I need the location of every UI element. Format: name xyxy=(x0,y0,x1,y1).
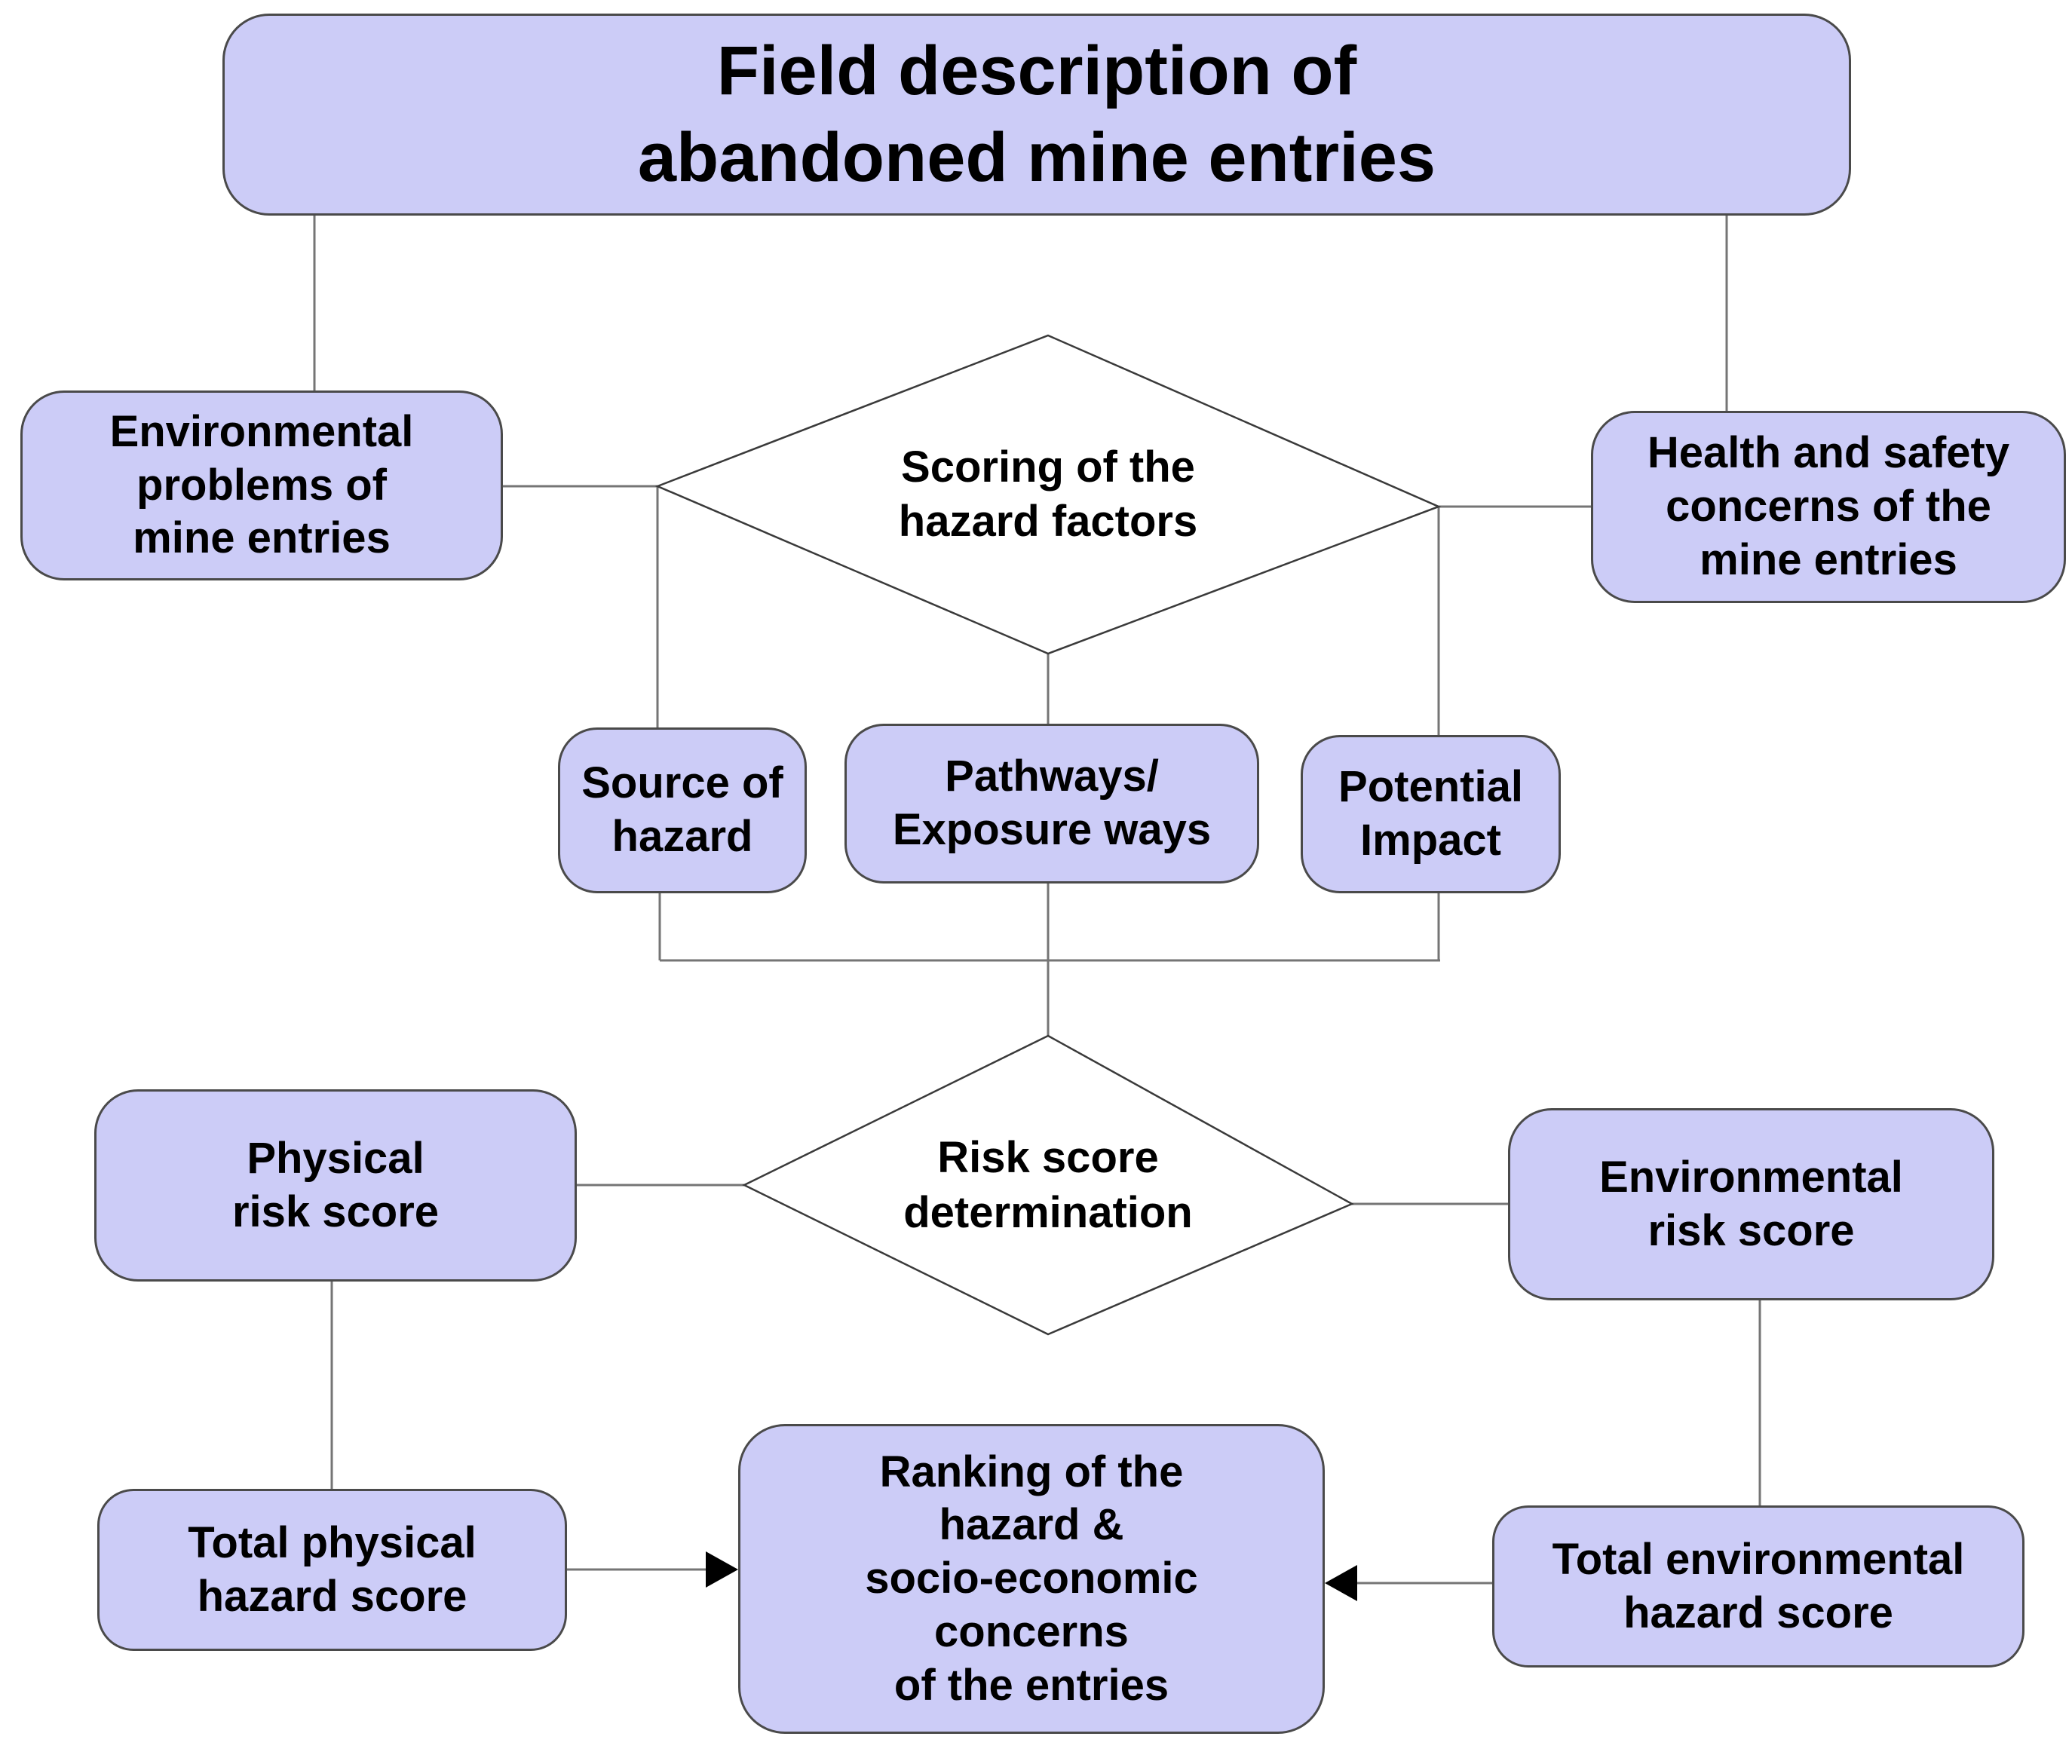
node-environmental-risk-score: Environmental risk score xyxy=(1508,1108,1994,1300)
node-total-environmental-hazard-score: Total environmental hazard score xyxy=(1492,1505,2024,1668)
node-source-of-hazard: Source of hazard xyxy=(558,727,807,893)
decision-diamond-scoring xyxy=(654,334,1442,655)
node-potential-impact: Potential Impact xyxy=(1301,735,1561,893)
node-field-description: Field description of abandoned mine entr… xyxy=(222,14,1851,216)
node-environmental-problems: Environmental problems of mine entries xyxy=(20,390,503,580)
node-ranking-of-hazard: Ranking of the hazard & socio-economic c… xyxy=(738,1424,1325,1734)
node-pathways-exposure: Pathways/ Exposure ways xyxy=(844,724,1259,884)
arrowhead-left-icon xyxy=(1325,1565,1357,1601)
decision-diamond-risk-determination xyxy=(742,1034,1354,1336)
node-physical-risk-score: Physical risk score xyxy=(94,1089,577,1282)
node-total-physical-hazard-score: Total physical hazard score xyxy=(97,1489,567,1651)
node-health-safety-concerns: Health and safety concerns of the mine e… xyxy=(1591,411,2066,603)
arrowhead-right-icon xyxy=(706,1551,738,1588)
